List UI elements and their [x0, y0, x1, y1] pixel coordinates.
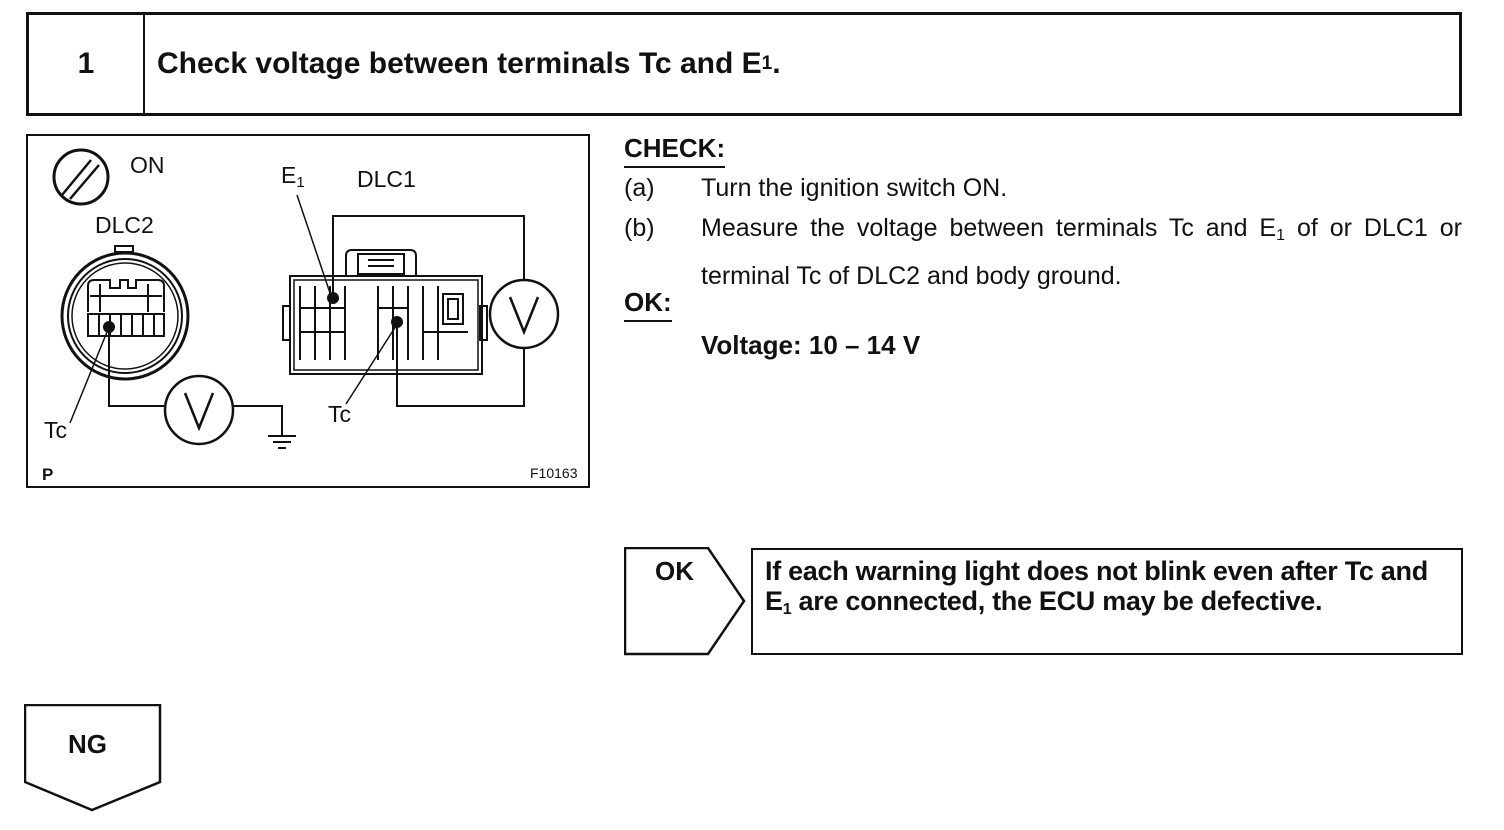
e1-label: E1	[281, 162, 305, 191]
ok-heading: OK:	[624, 287, 672, 322]
check-item-b-text: Measure the voltage between terminals Tc…	[701, 214, 1463, 290]
step-title-text: Check voltage between terminals Tc and E	[157, 47, 762, 80]
ok-label: OK	[655, 556, 694, 586]
step-number: 1	[29, 15, 145, 113]
ng-label: NG	[68, 729, 107, 759]
step-title-period: .	[772, 47, 781, 80]
figure-code: F10163	[530, 465, 578, 481]
figure-p-marker: P	[42, 465, 54, 484]
dlc2-label: DLC2	[95, 212, 154, 238]
dlc1-connector-icon	[282, 249, 488, 375]
check-item-b-label: (b)	[624, 214, 655, 242]
check-item-a-text: Turn the ignition switch ON.	[701, 174, 1008, 202]
dlc2-connector-icon	[60, 245, 190, 381]
wiring-diagram	[52, 148, 560, 449]
ignition-switch-icon	[52, 148, 110, 206]
ok-arrow-icon	[624, 547, 746, 656]
tc-left-label: Tc	[44, 417, 67, 443]
wiring-illustration: ON DLC2 E1 DLC1 Tc Tc P F10163	[26, 134, 590, 488]
voltmeter-icon	[488, 278, 560, 350]
voltage-spec: Voltage: 10 – 14 V	[701, 330, 921, 360]
step-header: 1 Check voltage between terminals Tc and…	[26, 12, 1462, 116]
ground-icon	[268, 435, 296, 449]
check-item-a-label: (a)	[624, 174, 655, 202]
check-heading: CHECK:	[624, 133, 726, 168]
step-title: Check voltage between terminals Tc and E…	[145, 15, 1459, 113]
ok-result-box: If each warning light does not blink eve…	[751, 548, 1463, 655]
tc-right-label: Tc	[328, 401, 351, 427]
dlc1-label: DLC1	[357, 166, 416, 192]
ng-arrow-icon	[24, 704, 162, 812]
on-label: ON	[130, 152, 165, 178]
step-title-subscript: 1	[761, 53, 773, 74]
voltmeter-icon	[163, 374, 235, 446]
